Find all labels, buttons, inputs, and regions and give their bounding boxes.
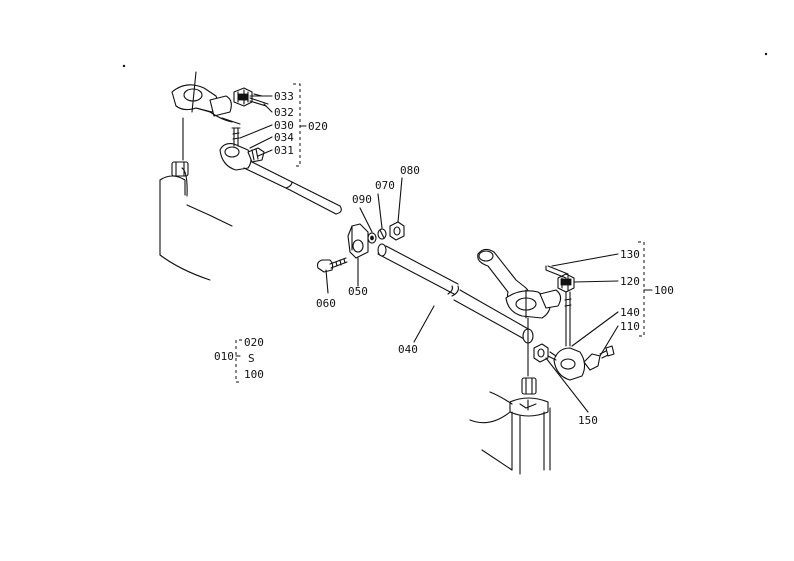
clamp-block <box>347 223 369 259</box>
legend-range-mark: S <box>248 352 255 365</box>
nut-080 <box>389 221 405 241</box>
label-060: 060 <box>316 297 336 310</box>
left-outer-tube <box>243 161 342 215</box>
leader-lines <box>235 83 653 413</box>
right-cotter-pin <box>545 265 569 279</box>
spring-washer-070 <box>377 228 387 240</box>
label-040: 040 <box>398 343 418 356</box>
label-120: 120 <box>620 275 640 288</box>
legend-to: 100 <box>244 368 264 381</box>
part-labels: 033 032 030 034 031 020 080 070 090 060 … <box>274 90 674 427</box>
bolt-060 <box>316 257 348 273</box>
label-080: 080 <box>400 164 420 177</box>
left-knuckle-assembly <box>159 71 241 281</box>
right-tie-rod-end <box>547 291 615 381</box>
left-castle-nut <box>233 87 253 107</box>
label-110: 110 <box>620 320 640 333</box>
right-castle-nut <box>557 273 575 293</box>
label-130: 130 <box>620 248 640 261</box>
label-030: 030 <box>274 119 294 132</box>
label-032: 032 <box>274 106 294 119</box>
legend-assembly-number: 010 <box>214 350 234 363</box>
label-090: 090 <box>352 193 372 206</box>
label-140: 140 <box>620 306 640 319</box>
assembly-legend: 010 020 S 100 <box>214 336 264 381</box>
lock-nut-150 <box>533 343 549 363</box>
left-tie-rod-end <box>219 127 265 171</box>
washer-090 <box>367 232 377 244</box>
legend-from: 020 <box>244 336 264 349</box>
label-070: 070 <box>375 179 395 192</box>
label-150: 150 <box>578 414 598 427</box>
label-031: 031 <box>274 144 294 157</box>
label-020: 020 <box>308 120 328 133</box>
center-tube <box>377 243 534 344</box>
label-033: 033 <box>274 90 294 103</box>
right-knuckle-assembly <box>469 248 562 475</box>
label-034: 034 <box>274 131 294 144</box>
scan-specks <box>122 52 768 68</box>
label-050: 050 <box>348 285 368 298</box>
label-100: 100 <box>654 284 674 297</box>
